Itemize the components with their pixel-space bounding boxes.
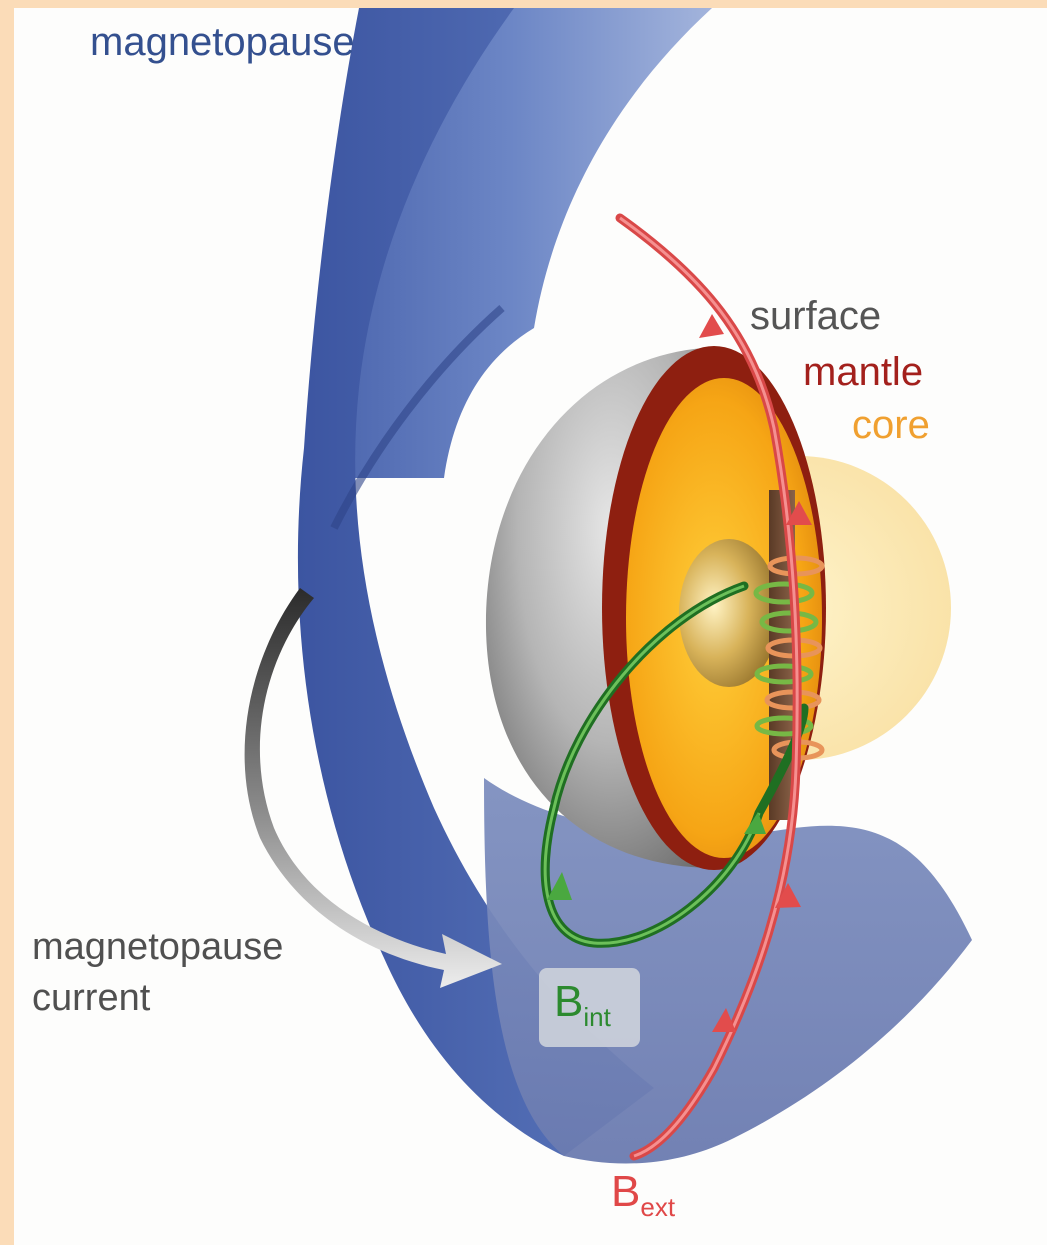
core-label: core	[852, 405, 930, 445]
magnetopause-current-label-line2: current	[32, 973, 283, 1024]
surface-label: surface	[750, 296, 881, 336]
magnetopause-current-label-line1: magnetopause	[32, 922, 283, 973]
b-int-label-main: B	[554, 977, 583, 1026]
b-int-label: Bint	[554, 980, 611, 1030]
magnetopause-current-label: magnetopause current	[32, 922, 283, 1025]
b-ext-label-subscript: ext	[640, 1192, 675, 1222]
b-int-label-subscript: int	[583, 1002, 610, 1032]
magnetopause-label: magnetopause	[90, 22, 355, 62]
mantle-label: mantle	[803, 352, 923, 392]
b-ext-label: Bext	[611, 1170, 675, 1220]
diagram-panel: magnetopause surface mantle core magneto…	[14, 8, 1047, 1245]
magnetosphere-scene	[14, 8, 1047, 1245]
b-ext-label-main: B	[611, 1167, 640, 1216]
